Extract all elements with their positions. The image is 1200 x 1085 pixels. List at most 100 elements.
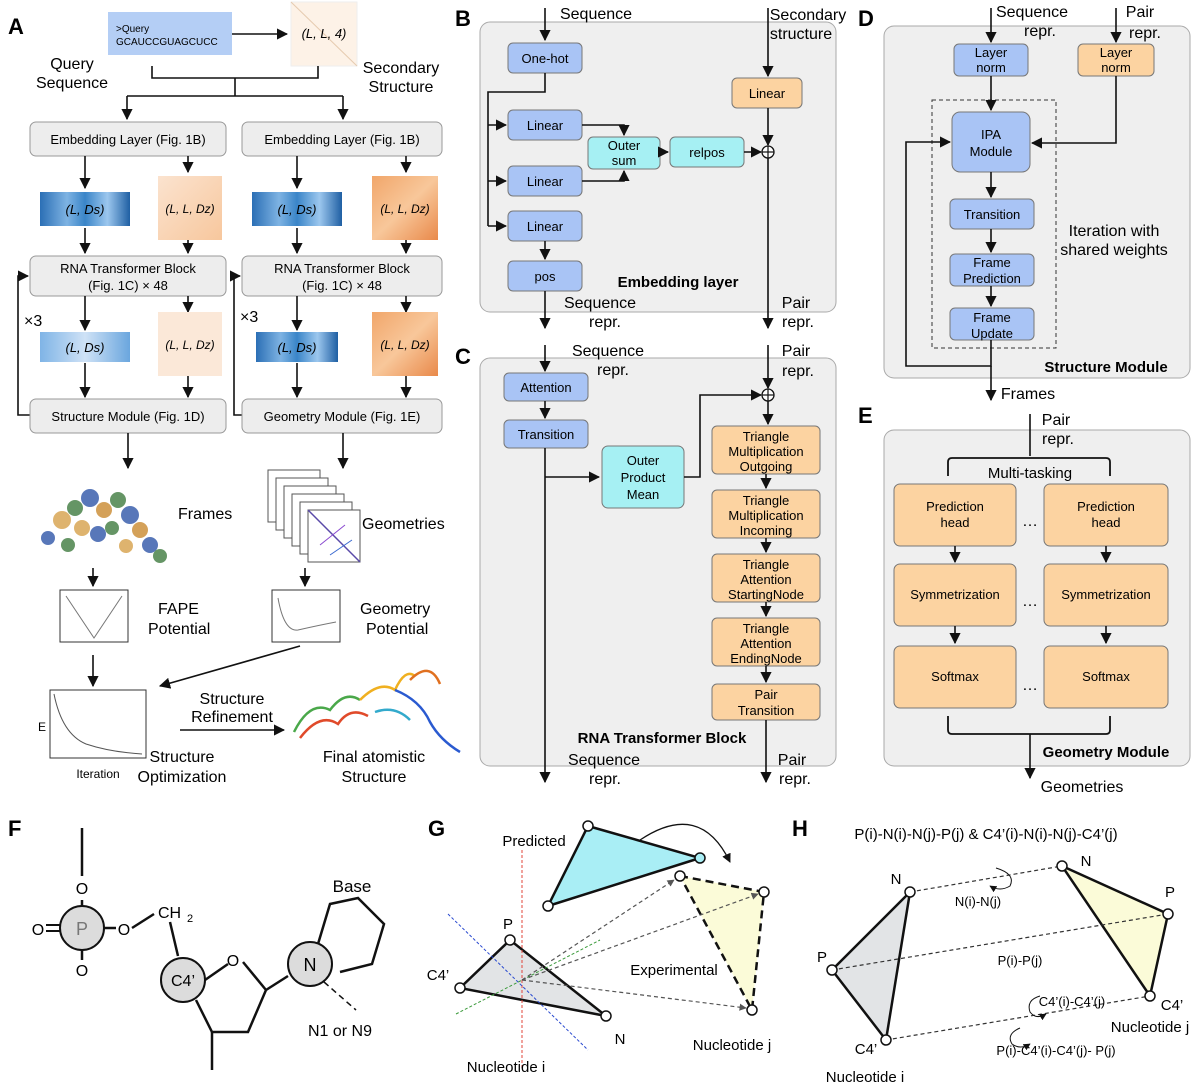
- seq-shape-2r: (L, Ds): [278, 340, 317, 355]
- panel-letter-b: B: [455, 6, 471, 31]
- f-o-ring: O: [227, 953, 239, 970]
- pair-repr-2-right: [372, 312, 438, 376]
- b-pair-repr1: Pair: [782, 295, 811, 312]
- tmo-l3: Outgoing: [740, 459, 793, 474]
- trans-left-l1: RNA Transformer Block: [60, 261, 196, 276]
- trans-right-l1: RNA Transformer Block: [274, 261, 410, 276]
- query-label2: Sequence: [36, 75, 108, 92]
- frames-structure-image: [41, 489, 167, 563]
- softmax-left: [893, 645, 1017, 709]
- b-secondary2: structure: [770, 26, 832, 43]
- c-out-pair-repr2: repr.: [779, 771, 811, 788]
- c-out-seq-repr1: Sequence: [568, 752, 640, 769]
- c-transition-box: [503, 419, 589, 449]
- pt-l2: Transition: [738, 703, 795, 718]
- d-frames-label: Frames: [1001, 386, 1055, 403]
- frame-update-box: [949, 307, 1035, 341]
- g-nuc-j: Nucleotide j: [693, 1037, 771, 1054]
- seq-repr-2-left: [40, 332, 130, 362]
- panel-f: F O P O O O CH 2 C4’ O N Base N1 or N9: [8, 816, 386, 1070]
- softmax-left-label: Softmax: [931, 669, 979, 684]
- geometry-module-box: [241, 398, 443, 434]
- d-pair-repr1: Pair: [1126, 4, 1155, 21]
- opm-l3: Mean: [627, 487, 660, 502]
- ss-label1: Secondary: [363, 60, 440, 77]
- opt-label1: Structure: [150, 749, 215, 766]
- nucleotide-j-triangle: [1058, 863, 1170, 1000]
- h-pp-label: P(i)-P(j): [998, 953, 1043, 968]
- c-seq-repr2: repr.: [597, 362, 629, 379]
- tas-l3: StartingNode: [728, 587, 804, 602]
- b-linear-3-label: Linear: [527, 219, 564, 234]
- g-experimental-label: Experimental: [630, 962, 718, 979]
- panel-g: G Predicted Experimental P C4’ N Nucleot…: [427, 816, 771, 1076]
- panel-b: B Sequence Secondary structure One-hot L…: [455, 6, 846, 331]
- iteration-axis-label: Iteration: [76, 767, 119, 781]
- c-transition-label: Transition: [518, 427, 575, 442]
- e-pair-repr1: Pair: [1042, 412, 1071, 429]
- iter-label2: shared weights: [1060, 242, 1168, 259]
- f-n: N: [304, 955, 317, 975]
- energy-axis-label: E: [38, 720, 46, 734]
- f-p: P: [76, 919, 88, 939]
- sym-left: Symmetrization: [910, 587, 1000, 602]
- opm-l2: Product: [621, 470, 666, 485]
- pair-repr-1-left: [158, 176, 222, 240]
- tae-l1: Triangle: [743, 621, 789, 636]
- geom-pot-label2: Potential: [366, 621, 428, 638]
- b-linear-orange: [731, 77, 803, 109]
- e-pair-repr2: repr.: [1042, 431, 1074, 448]
- sym-right: Symmetrization: [1061, 587, 1151, 602]
- panel-h: H P(i)-N(i)-N(j)-P(j) & C4’(i)-N(i)-N(j)…: [792, 816, 1189, 1085]
- predicted-triangle: [545, 824, 705, 909]
- h-c4-right: C4’: [1161, 997, 1184, 1014]
- b-sequence-label: Sequence: [560, 6, 632, 23]
- d-ln2-l2: norm: [1101, 60, 1131, 75]
- tmi-l1: Triangle: [743, 493, 789, 508]
- embed-right-label: Embedding Layer (Fig. 1B): [264, 132, 419, 147]
- d-ln2-l1: Layer: [1100, 45, 1133, 60]
- energy-plot: [49, 689, 147, 759]
- tmo-l2: Multiplication: [728, 444, 803, 459]
- pair-shape: (L, L, Dz): [165, 202, 214, 216]
- b-pair-repr2: repr.: [782, 314, 814, 331]
- geometries-label: Geometries: [362, 516, 445, 533]
- pred-left-l2: head: [941, 515, 970, 530]
- outer-sum-l2: sum: [612, 153, 637, 168]
- panel-e: E Pair repr. Multi-tasking Prediction he…: [858, 403, 1191, 796]
- fu-l1: Frame: [973, 310, 1011, 325]
- tmo-l1: Triangle: [743, 429, 789, 444]
- pair-shape-2r: (L, L, Dz): [380, 338, 429, 352]
- g-c4-label: C4’: [427, 967, 450, 984]
- n-atom: [287, 941, 333, 987]
- g-nuc-i: Nucleotide i: [467, 1059, 545, 1076]
- panel-d: D Sequence repr. Pair repr. Layer norm L…: [858, 4, 1191, 403]
- tae-l2: Attention: [740, 636, 791, 651]
- multitask-label: Multi-tasking: [988, 465, 1072, 482]
- output-brace: [947, 716, 1111, 735]
- softmax-right-label: Softmax: [1082, 669, 1130, 684]
- pair-shape-right: (L, L, Dz): [380, 202, 429, 216]
- f-o-right: O: [118, 922, 130, 939]
- geom-module-label: Geometry Module (Fig. 1E): [264, 409, 421, 424]
- final-label1: Final atomistic: [323, 749, 425, 766]
- pt-l1: Pair: [754, 687, 778, 702]
- geometry-module-title: Geometry Module: [1043, 744, 1170, 761]
- softmax-right: [1043, 645, 1169, 709]
- ipa-l2: Module: [970, 144, 1013, 159]
- b-linear-orange-label: Linear: [749, 86, 786, 101]
- d-transition-label: Transition: [964, 207, 1021, 222]
- tas-l2: Attention: [740, 572, 791, 587]
- transformer-block-left: [29, 255, 227, 297]
- attention-box: [503, 372, 589, 402]
- pair-repr-1-right: [372, 176, 438, 240]
- nucleotide-i-triangle: [830, 888, 912, 1044]
- embedding-layer-right: [241, 121, 443, 157]
- g-n-label: N: [615, 1031, 626, 1048]
- fp-l2: Prediction: [963, 271, 1021, 286]
- geom-pot-label1: Geometry: [360, 601, 430, 618]
- panel-letter-d: D: [858, 6, 874, 31]
- seq-repr-1-right: [252, 192, 342, 226]
- pair-repr-2-left: [158, 312, 222, 376]
